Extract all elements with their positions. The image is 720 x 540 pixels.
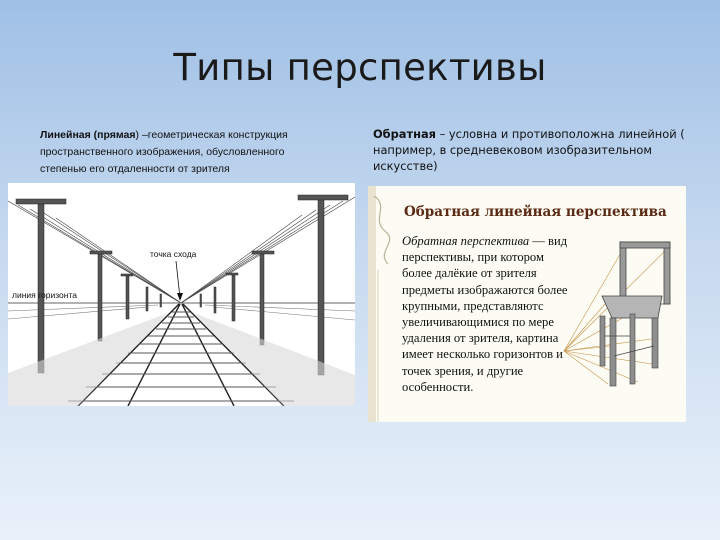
- linear-perspective-image: точка схода линия горизонта: [8, 183, 355, 406]
- ribbon-ornament: [368, 186, 391, 422]
- linear-perspective-definition: –геометрическая конструкция пространстве…: [40, 129, 288, 175]
- horizon-line-label: линия горизонта: [12, 290, 77, 300]
- linear-perspective-text: Линейная (прямая) –геометрическая констр…: [40, 127, 330, 178]
- slide-title: Типы перспективы: [173, 46, 547, 89]
- linear-perspective-term: Линейная (прямая: [40, 129, 136, 141]
- chair-illustration: [563, 241, 671, 387]
- definition-body: — вид перспективы, при котором более дал…: [402, 234, 568, 394]
- reverse-perspective-definition-block: Обратная перспектива — вид перспективы, …: [402, 233, 572, 395]
- definition-lead: Обратная перспектива: [402, 234, 530, 248]
- linear-paren-close: ): [135, 129, 140, 141]
- vanishing-point-label: точка схода: [150, 249, 197, 259]
- reverse-perspective-text: Обратная – условна и противоположна лине…: [373, 126, 693, 174]
- reverse-perspective-image: Обратная линейная перспектива Обратная п…: [368, 186, 686, 422]
- panel-title: Обратная линейная перспектива: [404, 204, 667, 220]
- reverse-perspective-definition: – условна и противоположна линейной ( на…: [373, 127, 685, 173]
- reverse-perspective-term: Обратная: [373, 127, 436, 141]
